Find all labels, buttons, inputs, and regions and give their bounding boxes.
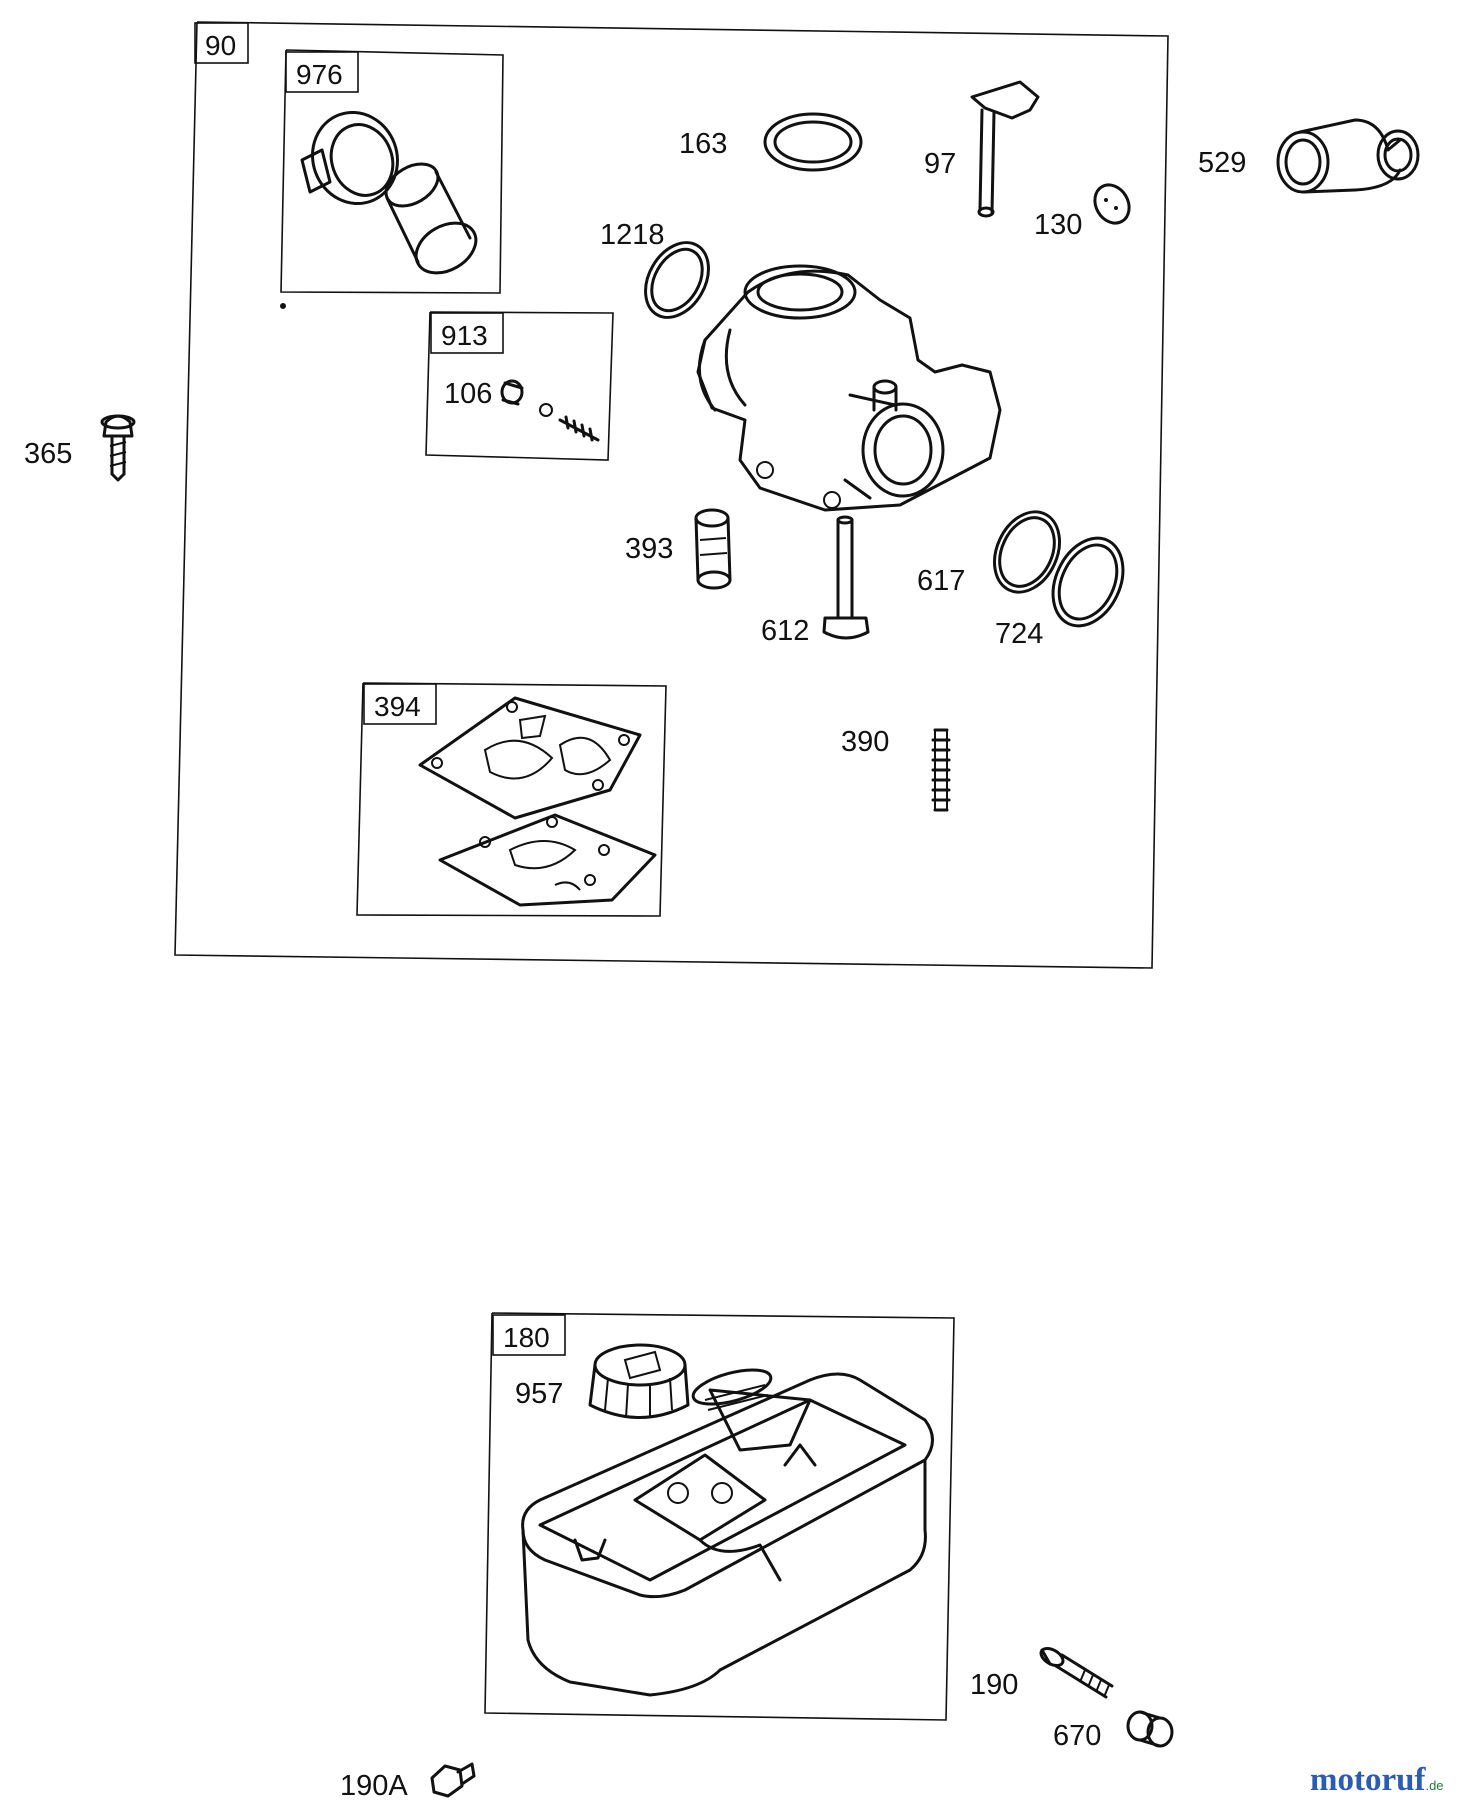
label-957: 957 (515, 1378, 563, 1410)
screw-365-part (100, 414, 136, 482)
label-163: 163 (679, 128, 727, 160)
label-97: 97 (924, 148, 956, 180)
label-1218: 1218 (600, 219, 665, 251)
spring-390-part (931, 728, 951, 812)
gasket-kit-box: 394 (356, 682, 667, 917)
label-617: 617 (917, 565, 965, 597)
air-filter-kit-box: 976 (280, 49, 504, 294)
oring-1218-part (644, 241, 710, 319)
pin-393-part (694, 508, 732, 590)
label-670: 670 (1053, 1720, 1101, 1752)
jet-kit-box: 913 106 (425, 311, 614, 461)
carburetor-body-part (696, 264, 1002, 512)
fuel-tank-frame: 180 (484, 1312, 955, 1721)
fuel-tank-part (521, 1368, 934, 1697)
seal-724-part (1051, 536, 1125, 628)
label-190: 190 (970, 1669, 1018, 1701)
label-976: 976 (296, 59, 343, 90)
logo-text: motoruf (1310, 1762, 1426, 1798)
filter-sleeve-part (384, 162, 478, 275)
label-190a: 190A (340, 1770, 408, 1800)
throttle-plate-130-part (1093, 183, 1131, 225)
label-724: 724 (995, 618, 1043, 650)
logo-suffix: .de (1425, 1778, 1444, 1793)
label-393: 393 (625, 533, 673, 565)
gasket-163-part (763, 112, 863, 172)
site-logo: motoruf.de (1310, 1762, 1444, 1799)
label-529: 529 (1198, 147, 1246, 179)
label-394: 394 (374, 691, 421, 722)
needle-612-part (822, 515, 870, 640)
spring-part (558, 415, 600, 442)
elbow-529-part (1276, 118, 1420, 194)
spacer-670-part (1126, 1710, 1174, 1748)
ball-part (539, 403, 553, 417)
label-130: 130 (1034, 209, 1082, 241)
label-106: 106 (444, 378, 492, 410)
bolt-190-part (1039, 1646, 1114, 1699)
gasket-part (438, 813, 657, 907)
fuel-cap-957-part (588, 1343, 690, 1419)
diaphragm-part (418, 696, 642, 820)
clamp-ring-part (300, 110, 399, 206)
label-913: 913 (441, 320, 488, 351)
carburetor-assembly-frame: 90 (174, 21, 1169, 969)
label-90: 90 (205, 30, 236, 61)
label-390: 390 (841, 726, 889, 758)
label-180: 180 (503, 1322, 550, 1353)
oring-617-part (993, 510, 1061, 594)
jet-106-part (500, 379, 524, 406)
dot-mark (280, 303, 286, 309)
label-612: 612 (761, 615, 809, 647)
bolt-190a-part (430, 1762, 476, 1798)
throttle-shaft-97-part (970, 80, 1040, 218)
label-365: 365 (24, 438, 72, 470)
